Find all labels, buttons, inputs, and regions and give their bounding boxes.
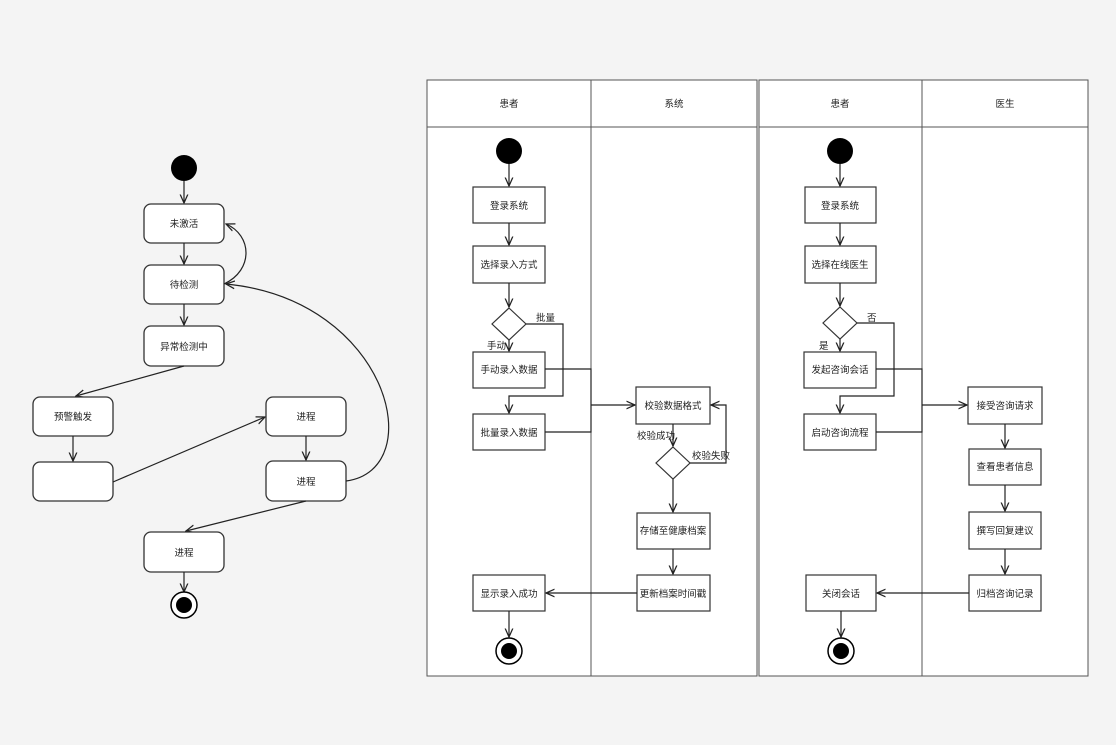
node-archive-record[interactable]: 归档咨询记录 — [968, 574, 1042, 612]
node-choose-doctor[interactable]: 选择在线医生 — [804, 245, 877, 284]
node-label: 关闭会话 — [822, 588, 861, 600]
node-label: 撰写回复建议 — [976, 525, 1034, 537]
state-label: 进程 — [296, 477, 316, 488]
initial-node — [171, 155, 197, 181]
edge-label: 批量 — [536, 312, 556, 324]
node-choose-method[interactable]: 选择录入方式 — [472, 245, 546, 284]
state-empty[interactable] — [32, 461, 114, 502]
lane-header: 患者 — [830, 98, 849, 110]
node-close-session[interactable]: 关闭会话 — [805, 574, 877, 612]
node-manual-entry[interactable]: 手动录入数据 — [472, 351, 546, 389]
state-process-3[interactable]: 进程 — [143, 531, 225, 573]
edge-label: 校验失败 — [692, 450, 731, 462]
initial-node — [827, 138, 853, 164]
node-label: 选择在线医生 — [811, 259, 869, 271]
node-label: 发起咨询会话 — [811, 364, 869, 376]
node-label: 归档咨询记录 — [976, 588, 1034, 600]
node-label: 存储至健康档案 — [640, 525, 707, 537]
node-label: 查看患者信息 — [976, 461, 1033, 473]
state-label: 未激活 — [170, 218, 199, 230]
state-inactive[interactable]: 未激活 — [143, 203, 225, 244]
final-node — [170, 591, 198, 619]
edge-label: 校验成功 — [637, 430, 675, 442]
node-batch-entry[interactable]: 批量录入数据 — [472, 413, 546, 451]
node-label: 登录系统 — [821, 200, 860, 212]
node-start-flow[interactable]: 启动咨询流程 — [803, 413, 877, 451]
node-label: 登录系统 — [490, 200, 529, 212]
node-label: 启动咨询流程 — [811, 427, 869, 439]
final-node — [827, 637, 855, 665]
state-label: 进程 — [174, 548, 194, 559]
node-view-patient[interactable]: 查看患者信息 — [968, 448, 1042, 486]
edge-label: 手动 — [487, 340, 506, 352]
node-label: 手动录入数据 — [480, 364, 538, 376]
node-write-advice[interactable]: 撰写回复建议 — [968, 511, 1042, 550]
lane-header: 医生 — [995, 98, 1015, 110]
state-label: 进程 — [296, 412, 316, 423]
node-show-success[interactable]: 显示录入成功 — [472, 574, 546, 612]
node-label: 更新档案时间戳 — [640, 588, 707, 600]
node-label: 选择录入方式 — [480, 259, 538, 271]
node-validate-format[interactable]: 校验数据格式 — [635, 386, 711, 425]
node-update-timestamp[interactable]: 更新档案时间戳 — [636, 574, 711, 612]
lane-header: 系统 — [664, 98, 684, 110]
node-login[interactable]: 登录系统 — [804, 186, 877, 224]
node-store-record[interactable]: 存储至健康档案 — [636, 512, 711, 550]
state-pending[interactable]: 待检测 — [143, 264, 225, 305]
node-start-session[interactable]: 发起咨询会话 — [803, 351, 877, 389]
node-label: 校验数据格式 — [644, 400, 702, 412]
node-label: 显示录入成功 — [480, 588, 537, 600]
edge-label: 是 — [819, 341, 829, 352]
state-label: 待检测 — [170, 279, 199, 291]
node-label: 批量录入数据 — [480, 427, 538, 439]
node-accept-request[interactable]: 接受咨询请求 — [967, 386, 1043, 425]
state-label: 预警触发 — [54, 411, 93, 423]
state-alert[interactable]: 预警触发 — [32, 396, 114, 437]
swimlane-data-entry: 患者 系统 登录系统 选择录入方式 批量 手动 手动录入数据 批量录入数据 — [426, 79, 758, 677]
lane-header: 患者 — [499, 98, 518, 110]
final-node — [495, 637, 523, 665]
node-label: 接受咨询请求 — [976, 400, 1034, 412]
edge-label: 否 — [867, 313, 877, 324]
initial-node — [496, 138, 522, 164]
state-detecting[interactable]: 异常检测中 — [143, 325, 225, 367]
state-diagram: 未激活 待检测 异常检测中 预警触发 进程 — [32, 155, 390, 619]
swimlane-consultation: 患者 医生 登录系统 选择在线医生 否 是 发起咨询会话 启动咨询流程 — [758, 79, 1089, 677]
node-login[interactable]: 登录系统 — [472, 186, 546, 224]
state-label: 异常检测中 — [160, 341, 208, 353]
state-process-2[interactable]: 进程 — [265, 460, 347, 502]
state-process-1[interactable]: 进程 — [265, 396, 347, 437]
